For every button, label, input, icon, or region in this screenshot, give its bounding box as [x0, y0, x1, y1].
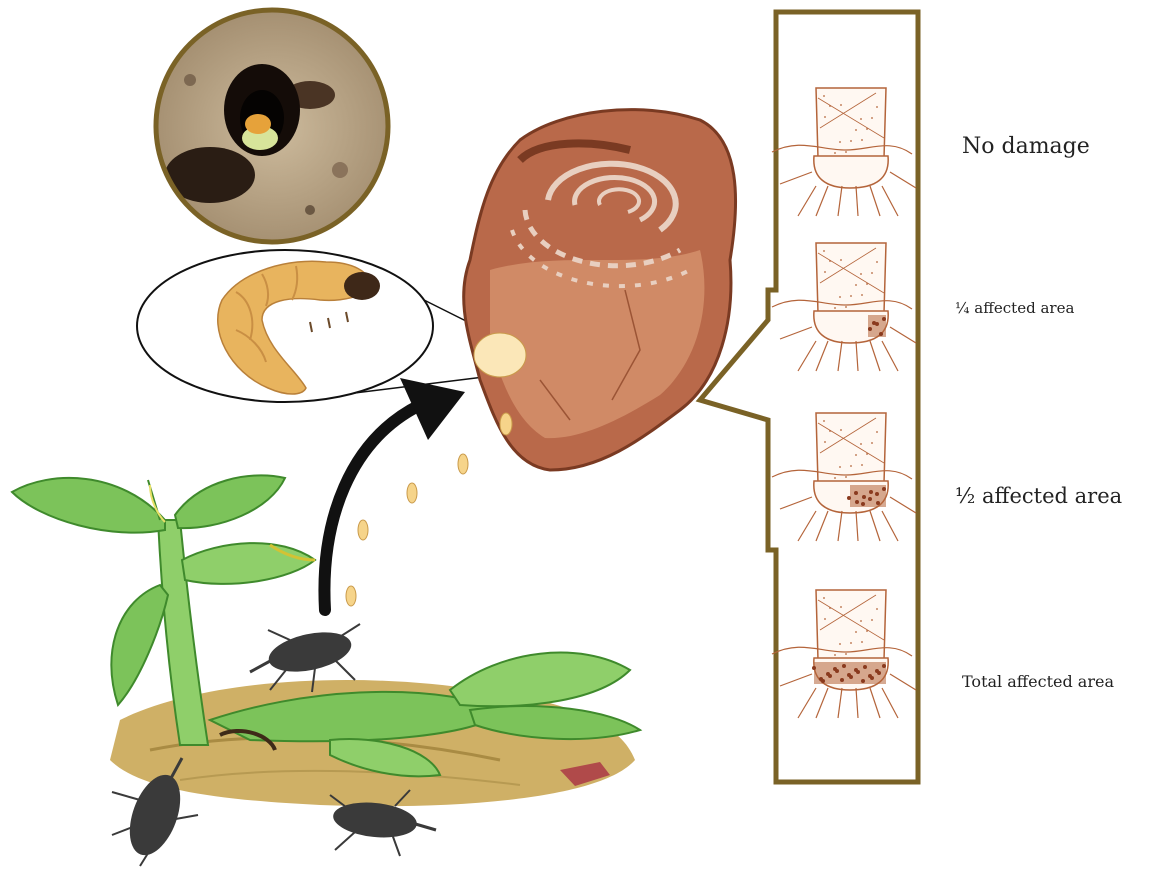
- damage-label-no-damage: No damage: [962, 134, 1090, 159]
- damage-label-total: Total affected area: [962, 672, 1114, 691]
- damage-sketch-icon: [772, 243, 916, 371]
- damage-label-half: ½ affected area: [955, 484, 1122, 508]
- damage-sketch-icon: [772, 413, 916, 541]
- damage-label-quarter: ¼ affected area: [955, 299, 1074, 317]
- damage-sketch-icon: [772, 590, 916, 718]
- damage-sketch-icon: [772, 88, 916, 216]
